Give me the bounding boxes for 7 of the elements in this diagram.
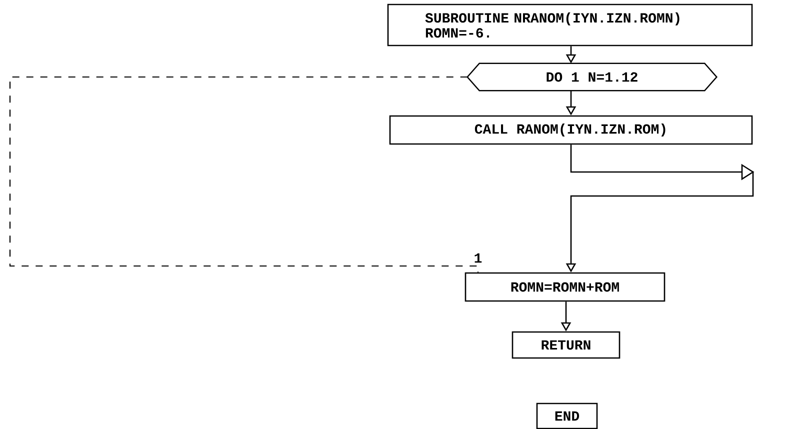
process-box: CALL RANOM(IYN.IZN.ROM)	[389, 115, 753, 145]
edge-label: 1	[472, 252, 484, 264]
process-box: END	[536, 402, 598, 429]
process-box: ROMN=ROMN+ROM	[464, 272, 666, 302]
process-box: SUBROUTINE NRANOM(IYN.IZN.ROMN) ROMN=-6.	[387, 4, 753, 46]
process-box: RETURN	[512, 331, 620, 359]
dashed-loop-line	[9, 76, 479, 273]
